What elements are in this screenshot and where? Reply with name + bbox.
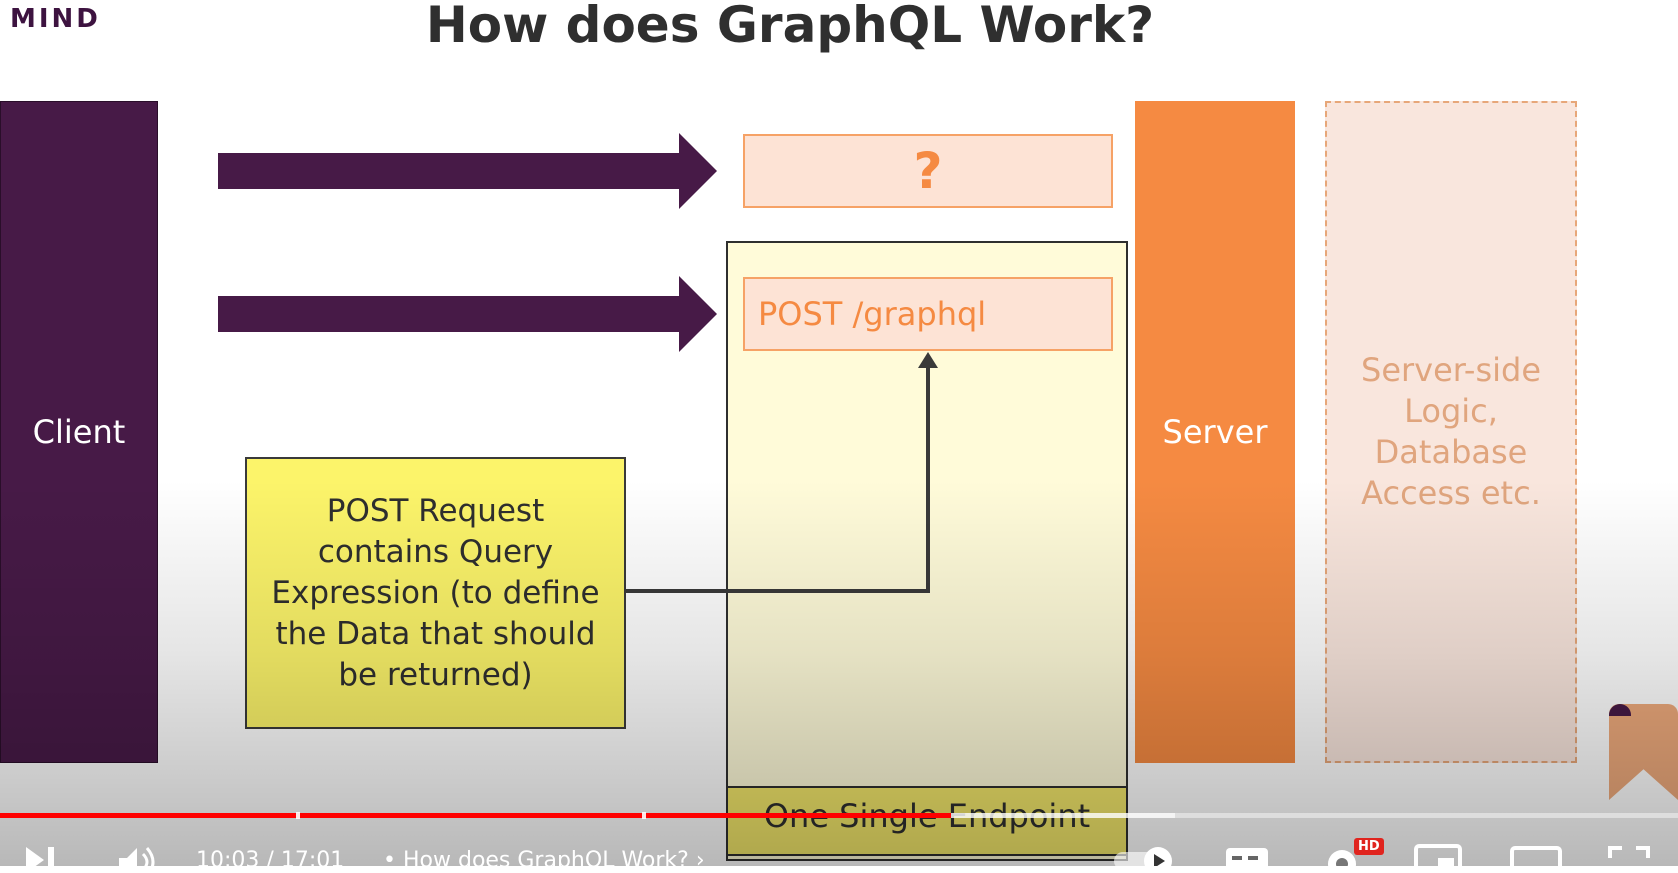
slide-title: How does GraphQL Work? <box>425 0 1155 54</box>
bookmark-icon[interactable] <box>1609 704 1678 800</box>
chevron-right-icon: › <box>695 848 705 873</box>
time-display: 10:03 / 17:01 <box>196 848 344 873</box>
volume-icon[interactable] <box>113 820 159 866</box>
time-total: 17:01 <box>280 848 345 873</box>
settings-hd-badge: HD <box>1354 838 1384 855</box>
post-route-box: POST /graphql <box>743 277 1113 351</box>
client-label: Client <box>32 413 126 451</box>
connector-line <box>626 362 930 593</box>
next-icon[interactable] <box>20 820 60 866</box>
brand-logo: MIND <box>10 4 101 34</box>
server-logic-label: Server-side Logic, Database Access etc. <box>1361 351 1541 512</box>
bullet: • <box>383 848 396 873</box>
connector-arrowhead <box>918 352 938 368</box>
progress-played <box>0 813 952 818</box>
player-controls: HD <box>0 820 1678 866</box>
chapter-marker <box>296 812 300 819</box>
chapter-marker <box>642 812 646 819</box>
query-placeholder-box: ? <box>743 134 1113 208</box>
time-current: 10:03 <box>196 848 260 873</box>
client-block: Client <box>0 101 158 763</box>
chapter-title: How does GraphQL Work? <box>402 848 689 873</box>
chapter-title-link[interactable]: • How does GraphQL Work? › <box>383 848 705 873</box>
post-route-label: POST /graphql <box>758 295 987 333</box>
arrow-middle <box>218 276 717 352</box>
server-block: Server <box>1135 101 1295 763</box>
progress-bar[interactable] <box>0 812 1678 819</box>
arrow-top <box>218 133 717 209</box>
theater-icon[interactable] <box>1508 820 1564 866</box>
post-request-note: POST Request contains Query Expression (… <box>245 457 626 729</box>
time-separator: / <box>266 848 274 873</box>
server-logic-block: Server-side Logic, Database Access etc. <box>1325 101 1577 763</box>
note-text: POST Request contains Query Expression (… <box>271 492 600 693</box>
miniplayer-icon[interactable] <box>1412 820 1466 866</box>
autoplay-toggle-icon[interactable] <box>1110 820 1180 866</box>
fullscreen-icon[interactable] <box>1604 820 1654 866</box>
server-label: Server <box>1162 413 1268 451</box>
subtitles-icon[interactable] <box>1222 820 1272 866</box>
question-mark: ? <box>913 142 943 200</box>
settings-icon[interactable]: HD <box>1320 820 1384 866</box>
